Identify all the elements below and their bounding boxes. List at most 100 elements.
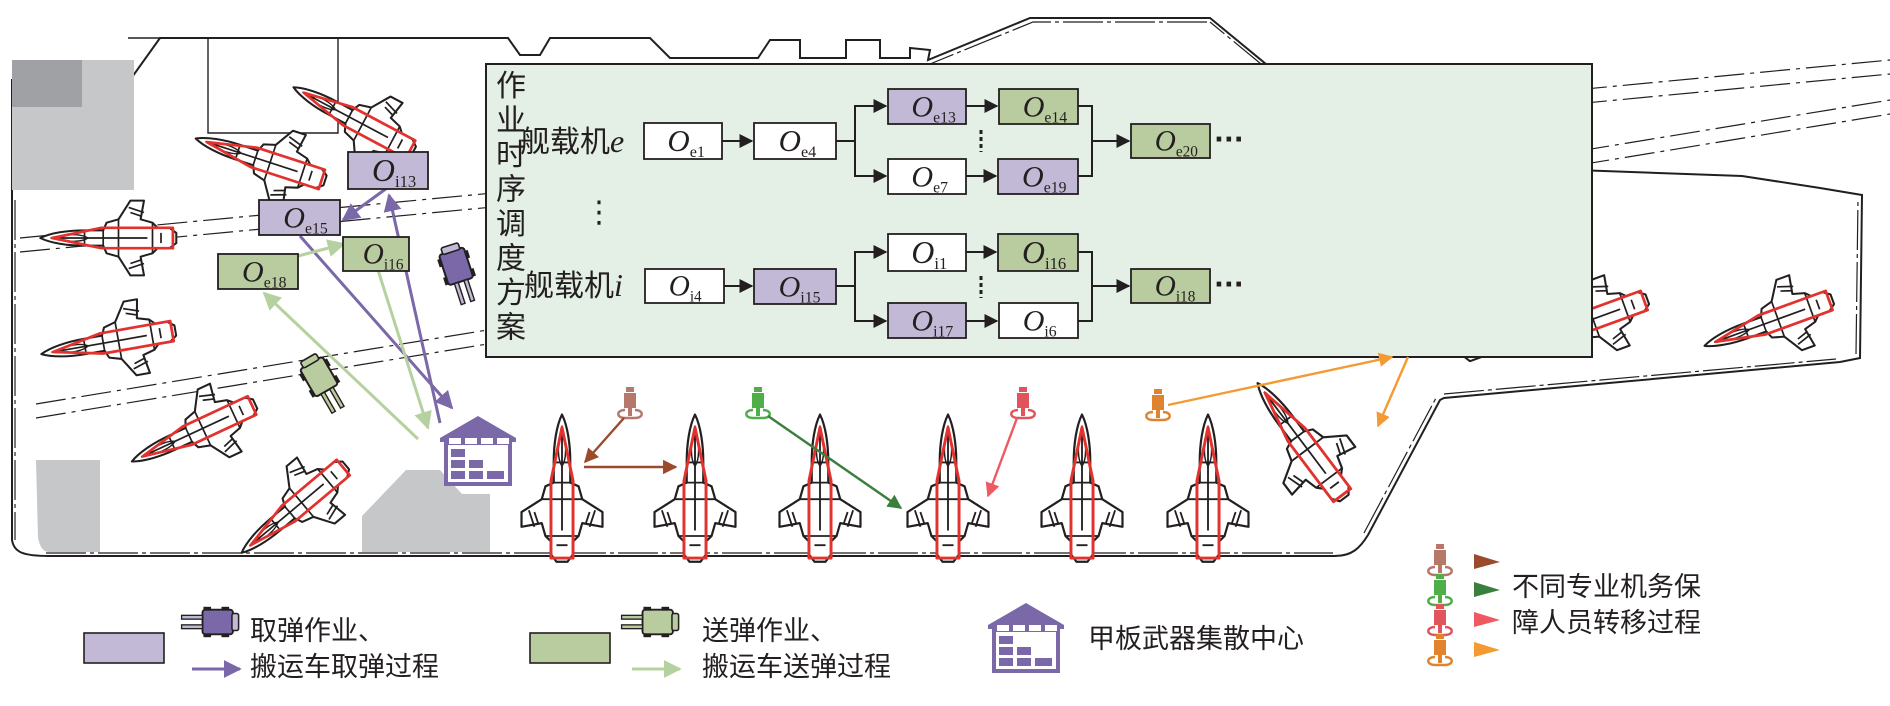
aircraft-e-label: 舰载机e <box>520 123 624 160</box>
operation-box-frame <box>217 253 299 290</box>
legend-arrow-icon <box>1474 582 1500 597</box>
aircraft <box>906 413 990 564</box>
delivery-arrow <box>297 239 346 258</box>
legend-pickup-swatch <box>83 632 165 664</box>
operation-box-oi1: Oi1 <box>887 233 967 273</box>
operation-box-frame <box>997 158 1079 195</box>
operation-box-frame <box>1130 268 1211 304</box>
operation-label: Oi16 <box>1022 235 1066 273</box>
operation-box-frame <box>887 302 967 339</box>
panel-title-char: 时 <box>496 138 526 173</box>
weapon-cart <box>433 239 485 309</box>
precedence-connectors-e <box>722 99 1131 183</box>
operation-box-frame <box>644 268 725 304</box>
operation-box-oe13: Oe13 <box>887 88 967 126</box>
panel-title-char: 业 <box>496 104 526 139</box>
legend-pickup-line1: 取弹作业、 <box>250 616 385 647</box>
operation-box-frame <box>887 88 967 125</box>
deck-operation-box-oe18: Oe18 <box>217 253 299 291</box>
legend-person-icon <box>1427 542 1453 577</box>
legend-delivery-line2: 搬运车送弹过程 <box>702 652 891 683</box>
warehouse-icon <box>440 416 516 486</box>
legend-delivery-cart-icon <box>620 605 680 639</box>
legend-arrow-icon <box>1474 612 1500 627</box>
aircraft <box>1224 357 1378 524</box>
elevator-block <box>362 470 490 552</box>
legend <box>83 542 1500 678</box>
aircraft <box>653 413 737 564</box>
aircraft <box>114 368 273 497</box>
legend-arrow-icon <box>1474 642 1500 657</box>
aircraft <box>216 435 372 583</box>
operation-box-oe4: Oe4 <box>753 122 837 161</box>
aircraft <box>520 413 604 564</box>
operation-box-oi18: Oi18 <box>1130 268 1211 305</box>
operation-box-oe20: Oe20 <box>1130 123 1211 160</box>
person-icon <box>1145 387 1171 422</box>
panel-title-char: 序 <box>496 173 526 208</box>
pickup-arrow <box>298 235 454 410</box>
operation-box-frame <box>643 122 723 160</box>
legend-warehouse-icon <box>988 603 1064 673</box>
trail-ellipsis-i: ··· <box>1214 270 1244 300</box>
operation-box-frame <box>1130 123 1211 159</box>
operation-box-oi6: Oi6 <box>998 302 1079 340</box>
legend-person-icon <box>1427 602 1453 637</box>
aircraft <box>38 199 178 277</box>
operation-box-oe7: Oe7 <box>887 158 967 196</box>
vertical-ellipsis: ⋮ <box>584 195 614 230</box>
operation-box-frame <box>258 199 341 236</box>
legend-person-icon <box>1427 632 1453 667</box>
trail-ellipsis-e: ··· <box>1214 125 1244 155</box>
delivery-arrow <box>262 291 420 441</box>
operation-box-oe19: Oe19 <box>997 158 1079 196</box>
operation-box-oi4: Oi4 <box>644 268 725 305</box>
panel-title-char: 度 <box>496 242 526 277</box>
legend-delivery-swatch <box>529 632 611 664</box>
operation-box-oi15: Oi15 <box>753 268 837 306</box>
aircraft <box>33 292 184 393</box>
panel-title-char: 方 <box>496 276 526 311</box>
deck-operation-box-oi13: Oi13 <box>347 151 429 191</box>
personnel-transfer <box>584 352 1410 509</box>
panel-title-char: 作 <box>496 69 526 104</box>
legend-pickup-line2: 搬运车取弹过程 <box>250 652 439 683</box>
legend-arrow-icon <box>1474 554 1500 569</box>
operation-box-frame <box>887 158 967 195</box>
legend-pickup-cart-icon <box>180 605 240 639</box>
legend-delivery-line1: 送弹作业、 <box>702 616 837 647</box>
operation-box-frame <box>887 233 967 272</box>
operation-box-frame <box>347 151 429 190</box>
transport-arrows <box>262 186 454 441</box>
aircraft <box>778 413 862 564</box>
aircraft-i-label: 舰载机i <box>524 267 623 304</box>
operation-box-oi16: Oi16 <box>997 233 1079 273</box>
person-icon <box>745 385 771 420</box>
operation-box-frame <box>753 122 837 160</box>
pickup-arrow <box>341 186 388 222</box>
operation-box-frame <box>753 268 837 305</box>
operation-box-frame <box>998 88 1079 125</box>
aircraft <box>182 101 338 218</box>
legend-personnel-line2: 障人员转移过程 <box>1512 608 1701 639</box>
operation-box-frame <box>998 302 1079 339</box>
deck-operation-box-oe15: Oe15 <box>258 199 341 237</box>
panel-title-char: 案 <box>496 311 526 346</box>
delivery-arrow <box>376 269 432 430</box>
person-icon <box>617 385 643 420</box>
deck-operation-box-oi16: Oi16 <box>342 236 410 274</box>
operation-label: Oi16 <box>363 239 404 274</box>
weapon-cart <box>293 348 353 419</box>
legend-warehouse-label: 甲板武器集散中心 <box>1088 624 1304 655</box>
operation-box-frame <box>997 233 1079 272</box>
operation-box-oe1: Oe1 <box>643 122 723 161</box>
aircraft <box>1166 413 1250 564</box>
precedence-connectors-i <box>724 245 1131 328</box>
person-icon <box>1010 385 1036 420</box>
operation-box-oi17: Oi17 <box>887 302 967 340</box>
